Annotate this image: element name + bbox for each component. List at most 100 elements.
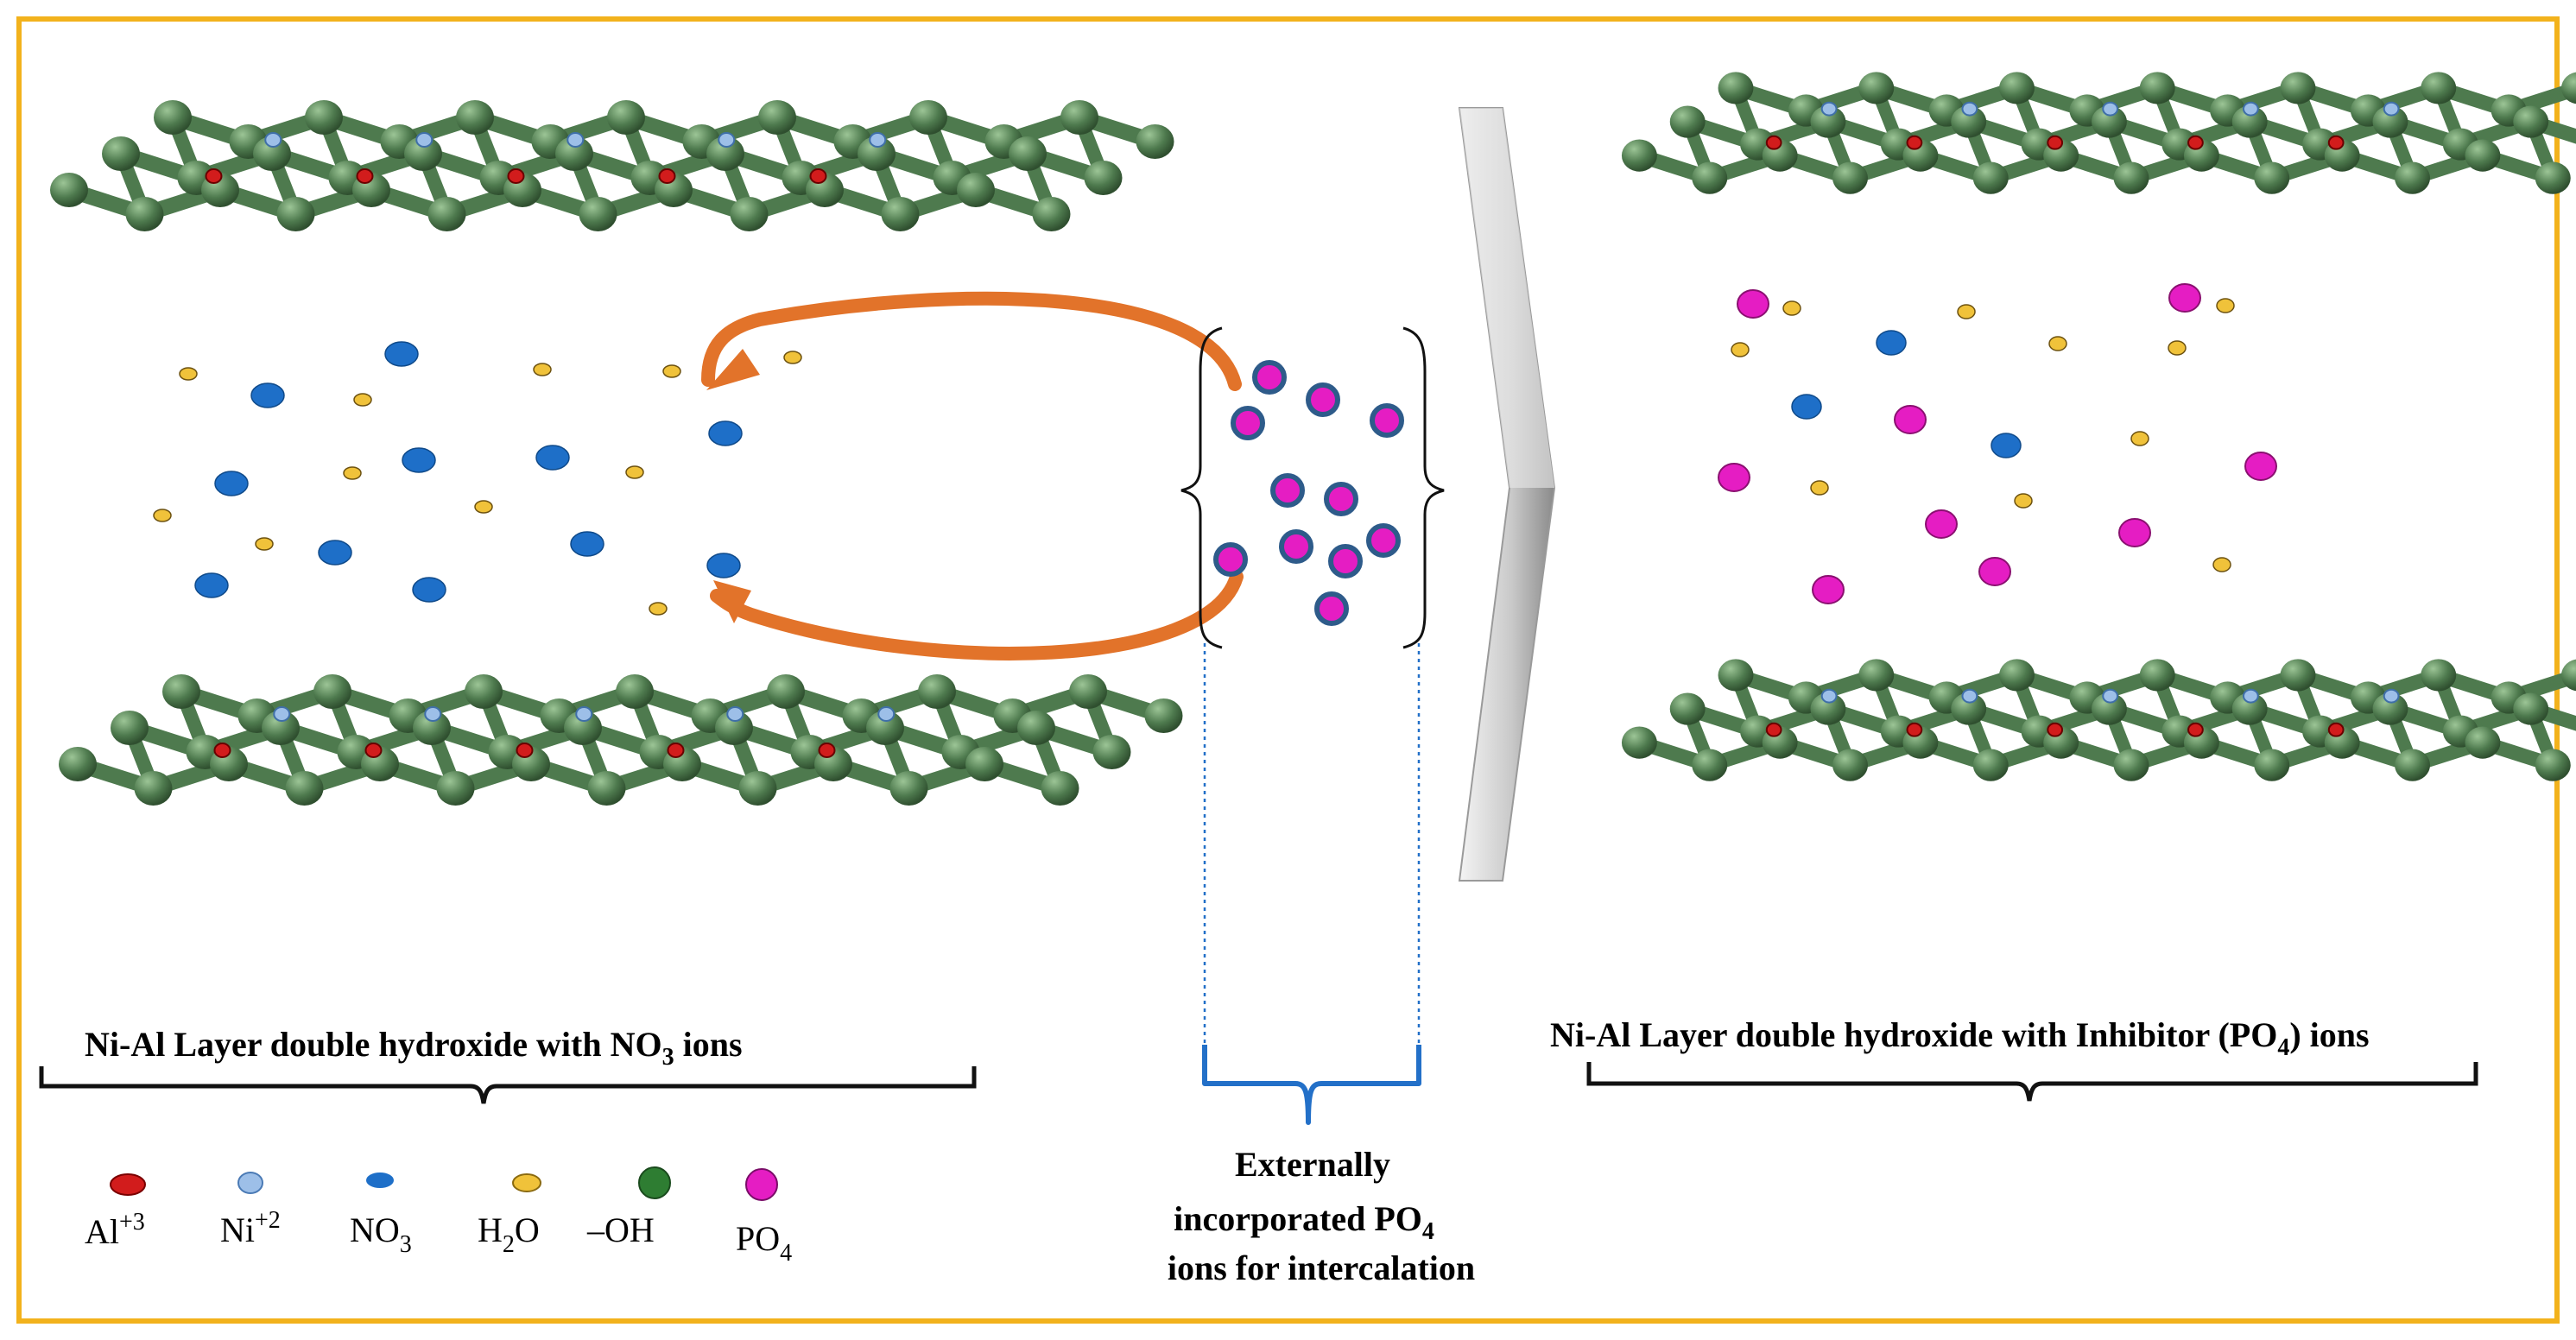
po4-ion bbox=[1252, 360, 1287, 395]
legend-swatch-h2o bbox=[512, 1173, 541, 1192]
hydroxyl-node bbox=[2231, 692, 2268, 725]
hydroxyl-node bbox=[1999, 72, 2035, 104]
hydroxyl-node bbox=[1999, 659, 2035, 692]
hydroxyl-node bbox=[706, 136, 744, 171]
ni-ion bbox=[424, 706, 442, 722]
legend-label-oh: –OH bbox=[586, 1210, 655, 1249]
al-ion bbox=[364, 743, 383, 758]
h2o-molecule bbox=[2130, 431, 2149, 446]
hydroxyl-node bbox=[2513, 105, 2549, 138]
no3-ion bbox=[1991, 433, 2022, 458]
hydroxyl-node bbox=[918, 674, 956, 709]
al-ion bbox=[809, 168, 827, 184]
legend-swatch-oh bbox=[638, 1166, 671, 1199]
ni-ion bbox=[2102, 688, 2118, 704]
hydroxyl-node bbox=[253, 136, 291, 171]
hydroxyl-node bbox=[564, 711, 602, 745]
external-label-line2: incorporated PO4 bbox=[1174, 1199, 1434, 1245]
ni-ion bbox=[575, 706, 593, 722]
hydroxyl-node bbox=[427, 197, 466, 231]
no3-ion bbox=[384, 341, 419, 367]
legend: Al+3 Ni+2 NO3 H2O –OH PO4 bbox=[85, 1166, 792, 1267]
process-chevron bbox=[1458, 107, 1556, 882]
external-label-line3: ions for intercalation bbox=[1168, 1248, 1475, 1287]
no3-ion bbox=[706, 553, 741, 578]
hydroxyl-node bbox=[730, 197, 769, 231]
legend-label-al: Al+3 bbox=[85, 1209, 145, 1251]
ldh-layer-top-right bbox=[1621, 72, 2576, 194]
hydroxyl-node bbox=[465, 674, 503, 709]
exchange-arrow-top bbox=[701, 291, 1242, 391]
po4-ion bbox=[1894, 405, 1927, 434]
external-label: Externally incorporated PO4 ions for int… bbox=[1168, 1145, 1475, 1287]
ni-ion bbox=[2242, 688, 2259, 704]
ni-ion bbox=[1961, 101, 1978, 117]
hydroxyl-node bbox=[1144, 698, 1183, 733]
left-curly-brace bbox=[1180, 326, 1223, 649]
al-ion bbox=[1906, 722, 1923, 737]
hydroxyl-node bbox=[1621, 726, 1657, 759]
hydroxyl-node bbox=[2254, 161, 2290, 194]
hydroxyl-node bbox=[2561, 659, 2576, 692]
hydroxyl-node bbox=[2280, 659, 2316, 692]
hydroxyl-node bbox=[587, 771, 626, 806]
ni-ion bbox=[726, 706, 744, 722]
hydroxyl-node bbox=[2561, 72, 2576, 104]
h2o-molecule bbox=[1731, 342, 1750, 357]
hydroxyl-node bbox=[436, 771, 475, 806]
h2o-molecule bbox=[1782, 300, 1801, 316]
hydroxyl-node bbox=[1084, 161, 1123, 195]
hydroxyl-node bbox=[2465, 726, 2501, 759]
legend-label-no3: NO3 bbox=[350, 1210, 412, 1258]
po4-ion bbox=[2244, 452, 2277, 481]
h2o-molecule bbox=[153, 509, 172, 522]
hydroxyl-node bbox=[154, 100, 192, 135]
po4-ion bbox=[1306, 382, 1340, 417]
blue-brace bbox=[1202, 1045, 1421, 1125]
hydroxyl-node bbox=[1669, 105, 1706, 138]
al-ion bbox=[356, 168, 374, 184]
hydroxyl-node bbox=[758, 100, 796, 135]
hydroxyl-node bbox=[125, 197, 164, 231]
hydroxyl-node bbox=[889, 771, 928, 806]
po4-ion bbox=[2168, 283, 2201, 313]
hydroxyl-node bbox=[2465, 139, 2501, 172]
left-caption: Ni-Al Layer double hydroxide with NO3 io… bbox=[85, 1025, 743, 1071]
hydroxyl-node bbox=[50, 173, 88, 207]
legend-label-ni: Ni+2 bbox=[220, 1207, 281, 1249]
hydroxyl-node bbox=[134, 771, 173, 806]
legend-swatch-po4 bbox=[745, 1168, 778, 1201]
hydroxyl-node bbox=[276, 197, 315, 231]
hydroxyl-node bbox=[404, 136, 442, 171]
hydroxyl-node bbox=[262, 711, 300, 745]
hydroxyl-node bbox=[1092, 735, 1131, 769]
hydroxyl-node bbox=[2395, 749, 2430, 781]
ni-ion bbox=[264, 132, 282, 148]
al-ion bbox=[507, 168, 525, 184]
no3-ion bbox=[402, 447, 436, 473]
hydroxyl-node bbox=[1832, 749, 1868, 781]
hydroxyl-node bbox=[616, 674, 654, 709]
hydroxyl-node bbox=[1858, 72, 1895, 104]
al-ion bbox=[658, 168, 676, 184]
no3-ion bbox=[570, 531, 604, 557]
po4-ion bbox=[1270, 473, 1305, 508]
hydroxyl-node bbox=[2372, 105, 2408, 138]
al-ion bbox=[667, 743, 685, 758]
hydroxyl-node bbox=[2535, 161, 2571, 194]
hydroxyl-node bbox=[1810, 692, 1846, 725]
hydroxyl-node bbox=[1692, 161, 1728, 194]
external-po4-ions bbox=[1213, 360, 1404, 626]
hydroxyl-node bbox=[2372, 692, 2408, 725]
hydroxyl-node bbox=[858, 136, 896, 171]
hydroxyl-node bbox=[305, 100, 343, 135]
h2o-molecule bbox=[649, 602, 668, 616]
ni-ion bbox=[273, 706, 291, 722]
hydroxyl-node bbox=[2091, 692, 2127, 725]
hydroxyl-node bbox=[1972, 161, 2009, 194]
interlayer-ions-left bbox=[153, 341, 802, 616]
ni-ion bbox=[2102, 101, 2118, 117]
h2o-molecule bbox=[2212, 557, 2231, 572]
h2o-molecule bbox=[2048, 336, 2067, 351]
ni-ion bbox=[869, 132, 887, 148]
